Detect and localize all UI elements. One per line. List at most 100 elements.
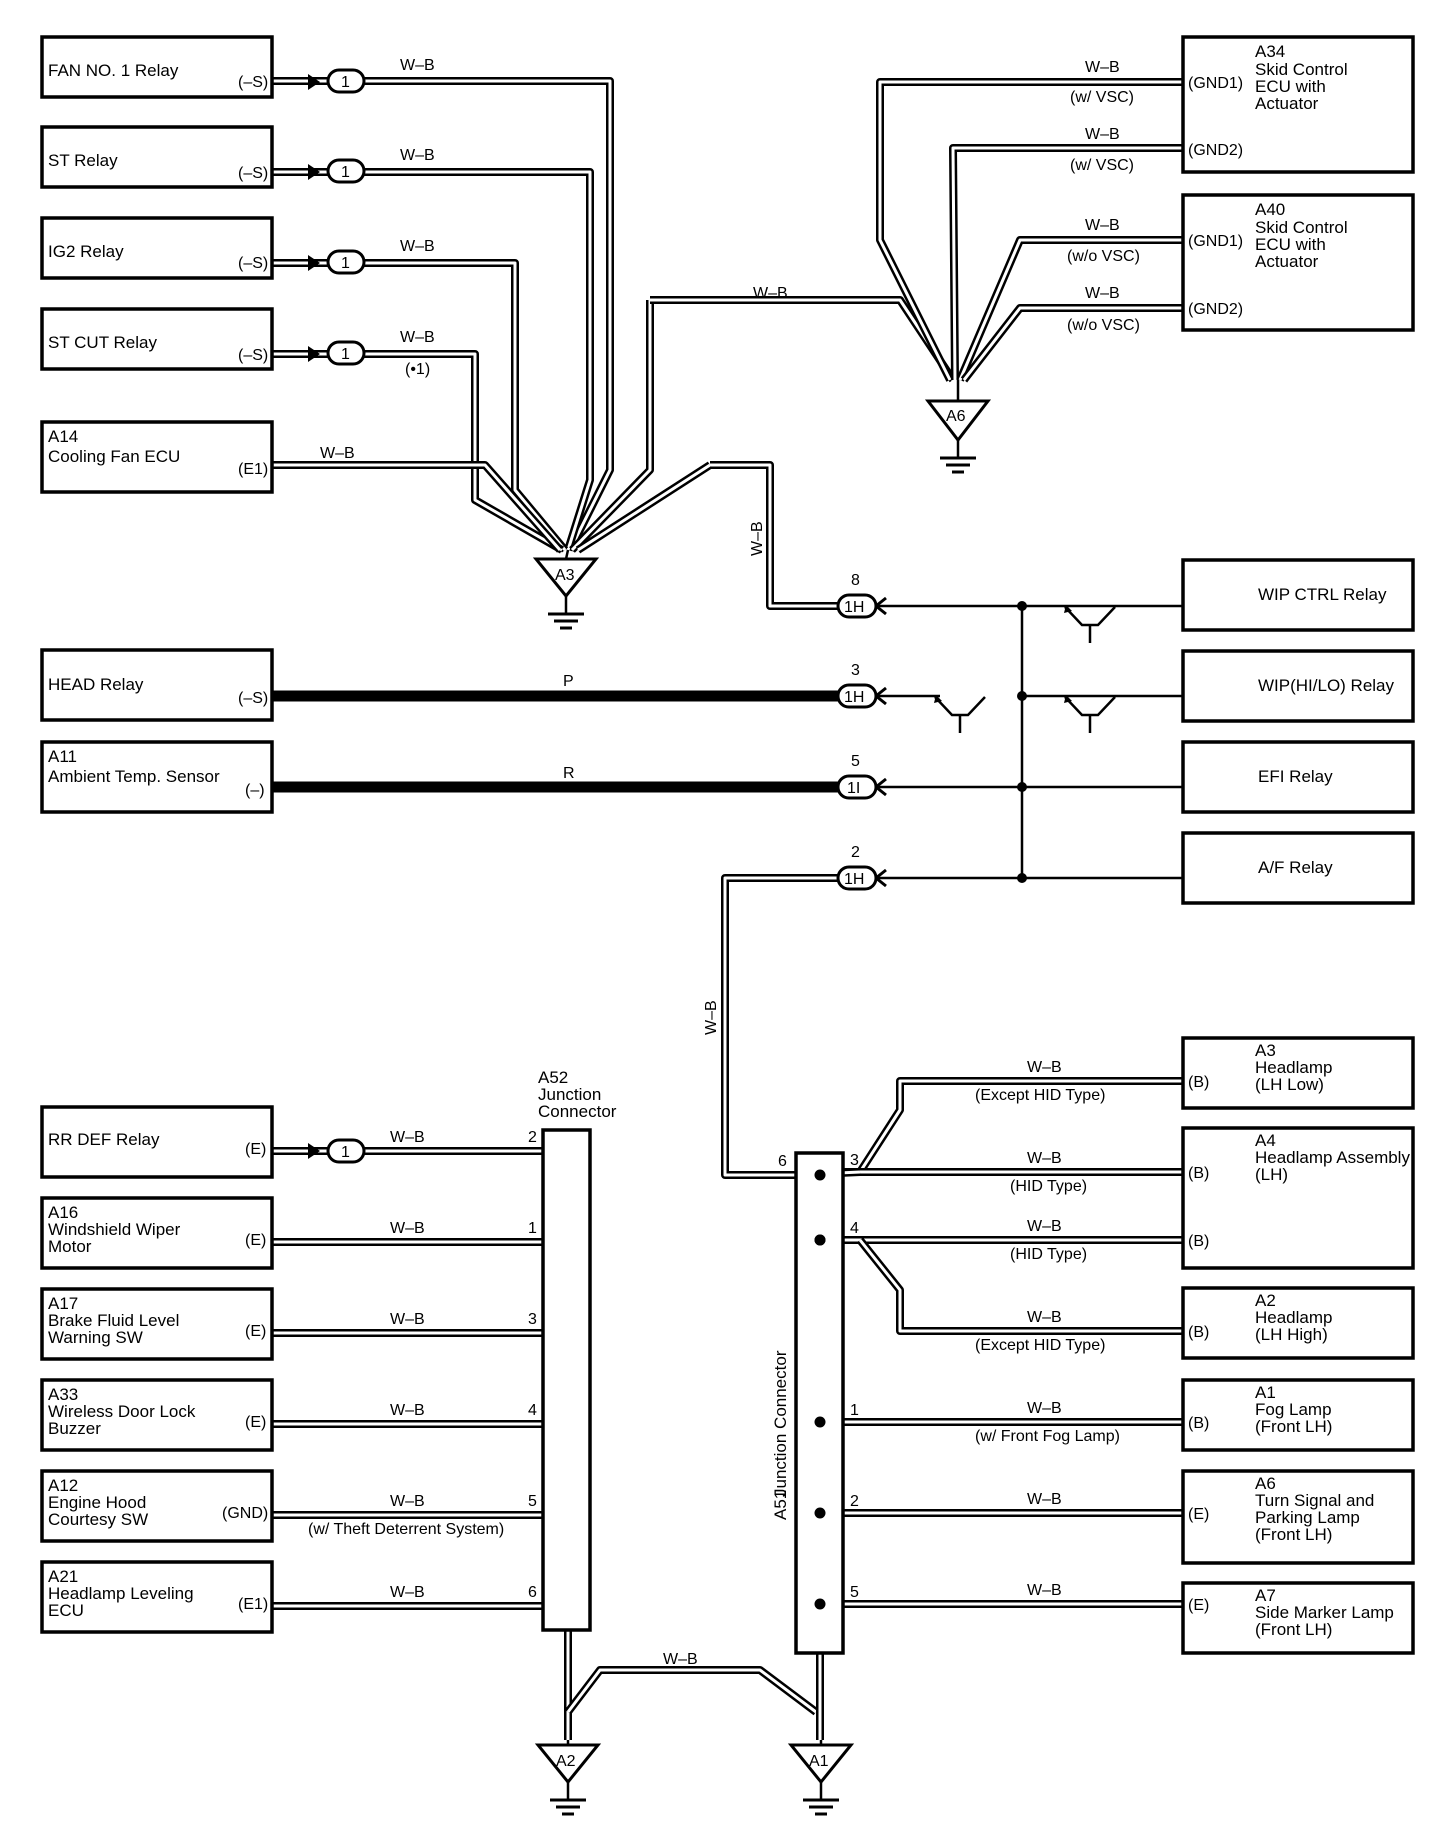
a40-pin-gnd2: (GND2) <box>1188 301 1243 318</box>
left-load-name: Warning SW <box>48 1328 143 1347</box>
a52-junction-connector: A52 Junction Connector <box>538 1068 617 1632</box>
junction-dot <box>814 1169 826 1181</box>
right-load-name: Headlamp Assembly <box>1255 1148 1410 1167</box>
a40-wire-1: W–B <box>1085 217 1120 234</box>
connector-1h-pin2: 1H 2 <box>836 844 878 891</box>
left-load-id: A33 <box>48 1385 78 1404</box>
skid-control-a40-box: A40 Skid Control ECU with Actuator (GND1… <box>1181 193 1415 332</box>
a40-name-1: Skid Control <box>1255 218 1348 237</box>
a34-id: A34 <box>1255 42 1285 61</box>
left-load-name: Headlamp Leveling <box>48 1584 194 1603</box>
right-load-name: Fog Lamp <box>1255 1400 1332 1419</box>
a40-wire-2: W–B <box>1085 285 1120 302</box>
right-load-pin-number: 2 <box>850 1493 859 1510</box>
af-relay-box: A/F Relay <box>1181 831 1415 905</box>
wip-hilo-relay-label: WIP(HI/LO) Relay <box>1258 676 1395 695</box>
wire-label-ig2: W–B <box>400 238 435 255</box>
wire-a40-gnd2-core <box>962 306 1183 381</box>
left-load-wire-label: W–B <box>390 1493 425 1510</box>
cooling-fan-ecu-pin: (E1) <box>238 461 268 478</box>
head-relay-pin: (–S) <box>238 690 268 707</box>
ambient-sensor-pin: (–) <box>245 782 265 799</box>
st-relay-label: ST Relay <box>48 151 118 170</box>
connector-1-ig2: 1 <box>308 249 366 275</box>
st-relay-box: ST Relay (–S) <box>40 125 274 189</box>
left-load-pin-number: 3 <box>528 1311 537 1328</box>
right-load-pin-number: 4 <box>850 1220 859 1237</box>
left-load-pin-number: 4 <box>528 1402 537 1419</box>
a52-id: A52 <box>538 1068 568 1087</box>
ground-a3-label: A3 <box>555 567 575 584</box>
junction-dot <box>1017 691 1027 701</box>
ambient-sensor-id: A11 <box>48 747 77 766</box>
right-load-wire-label: W–B <box>1027 1218 1062 1235</box>
a34-wire-1: W–B <box>1085 59 1120 76</box>
wire-a2-to-a1-core <box>566 1668 817 1714</box>
left-load-note: (w/ Theft Deterrent System) <box>308 1521 504 1538</box>
a34-note-2: (w/ VSC) <box>1070 157 1134 174</box>
ground-a6: A6 <box>924 399 992 474</box>
left-load-name: Wireless Door Lock <box>48 1402 196 1421</box>
junction-dot <box>1017 601 1027 611</box>
wire-a34-gnd2-core <box>951 146 1183 381</box>
st-cut-relay-label: ST CUT Relay <box>48 333 157 352</box>
right-load-pin: (B) <box>1188 1074 1209 1091</box>
connector-1-fan: 1 <box>308 68 366 94</box>
wire-label-fan: W–B <box>400 57 435 74</box>
st-cut-relay-pin: (–S) <box>238 347 268 364</box>
ground-a2: A2 <box>534 1743 602 1816</box>
right-load-pin: (B) <box>1188 1324 1209 1341</box>
left-load-name: Buzzer <box>48 1419 101 1438</box>
left-load-name: Motor <box>48 1237 92 1256</box>
connector-1-st-label: 1 <box>341 164 350 181</box>
connector-1h-pin2-number: 2 <box>851 844 860 861</box>
connector-1i-pin5-label: 1I <box>847 780 860 797</box>
st-relay-pin: (–S) <box>238 165 268 182</box>
a34-pin-gnd1: (GND1) <box>1188 75 1243 92</box>
left-load-pin: (E) <box>245 1414 266 1431</box>
right-load-id: A2 <box>1255 1291 1276 1310</box>
a52-name-2: Connector <box>538 1102 617 1121</box>
skid-control-a34-box: A34 Skid Control ECU with Actuator (GND1… <box>1181 35 1415 174</box>
right-load-id: A3 <box>1255 1041 1276 1060</box>
right-load-name: (Front LH) <box>1255 1525 1332 1544</box>
a34-note-1: (w/ VSC) <box>1070 89 1134 106</box>
wire-cooling-to-a3-core <box>272 463 562 551</box>
wip-hilo-relay-box: WIP(HI/LO) Relay <box>1181 649 1415 723</box>
right-load-note: (HID Type) <box>1010 1246 1087 1263</box>
right-load-id: A6 <box>1255 1474 1276 1493</box>
connector-1i-pin5: 1I 5 <box>836 753 878 800</box>
connector-1h-pin3: 1H 3 <box>836 662 878 709</box>
wip-ctrl-relay-label: WIP CTRL Relay <box>1258 585 1387 604</box>
wire-a3-to-1h-trunk-core <box>577 463 711 552</box>
right-load-id: A1 <box>1255 1383 1276 1402</box>
ground-a6-label: A6 <box>946 408 966 425</box>
right-load-wire-label: W–B <box>1027 1491 1062 1508</box>
right-load-pin: (E) <box>1188 1506 1209 1523</box>
right-load-id: A7 <box>1255 1586 1276 1605</box>
left-load-pin-number: 5 <box>528 1493 537 1510</box>
a51-name: Junction Connector <box>771 1350 790 1497</box>
right-load-note: (HID Type) <box>1010 1178 1087 1195</box>
left-load-wire-label: W–B <box>390 1129 425 1146</box>
left-load-wire-label: W–B <box>390 1311 425 1328</box>
wire-a3-to-1h8 <box>710 461 838 610</box>
wire-label-a3-a6: W–B <box>753 285 788 302</box>
connector-1-ig2-label: 1 <box>341 255 350 272</box>
right-load-name: (Front LH) <box>1255 1620 1332 1639</box>
right-load-name: Headlamp <box>1255 1058 1333 1077</box>
a51-id: A51 <box>771 1490 790 1520</box>
right-load-note: (Except HID Type) <box>975 1087 1105 1104</box>
left-load-box: RR DEF Relay(E) <box>40 1105 274 1179</box>
fan-no1-relay-pin: (–S) <box>238 74 268 91</box>
a40-name-2: ECU with <box>1255 235 1326 254</box>
left-load-pin: (GND) <box>222 1505 268 1522</box>
ig2-relay-label: IG2 Relay <box>48 242 124 261</box>
connector-1-rrdef: 1 <box>308 1138 366 1164</box>
right-load-pin: (B) <box>1188 1415 1209 1432</box>
wire-label-ambient: R <box>563 765 575 782</box>
